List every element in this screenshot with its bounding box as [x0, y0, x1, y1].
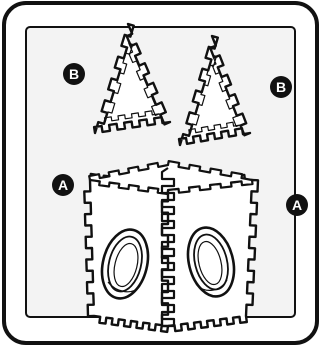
- label-badge-a-right: A: [286, 194, 308, 216]
- svg-text:B: B: [276, 79, 286, 95]
- svg-text:B: B: [69, 66, 79, 82]
- label-badge-b-left: B: [63, 63, 85, 85]
- label-badge-b-right: B: [270, 76, 292, 98]
- cube-assembly: [84, 161, 258, 332]
- label-badge-a-left: A: [52, 174, 74, 196]
- svg-text:A: A: [292, 197, 302, 213]
- svg-text:A: A: [58, 177, 68, 193]
